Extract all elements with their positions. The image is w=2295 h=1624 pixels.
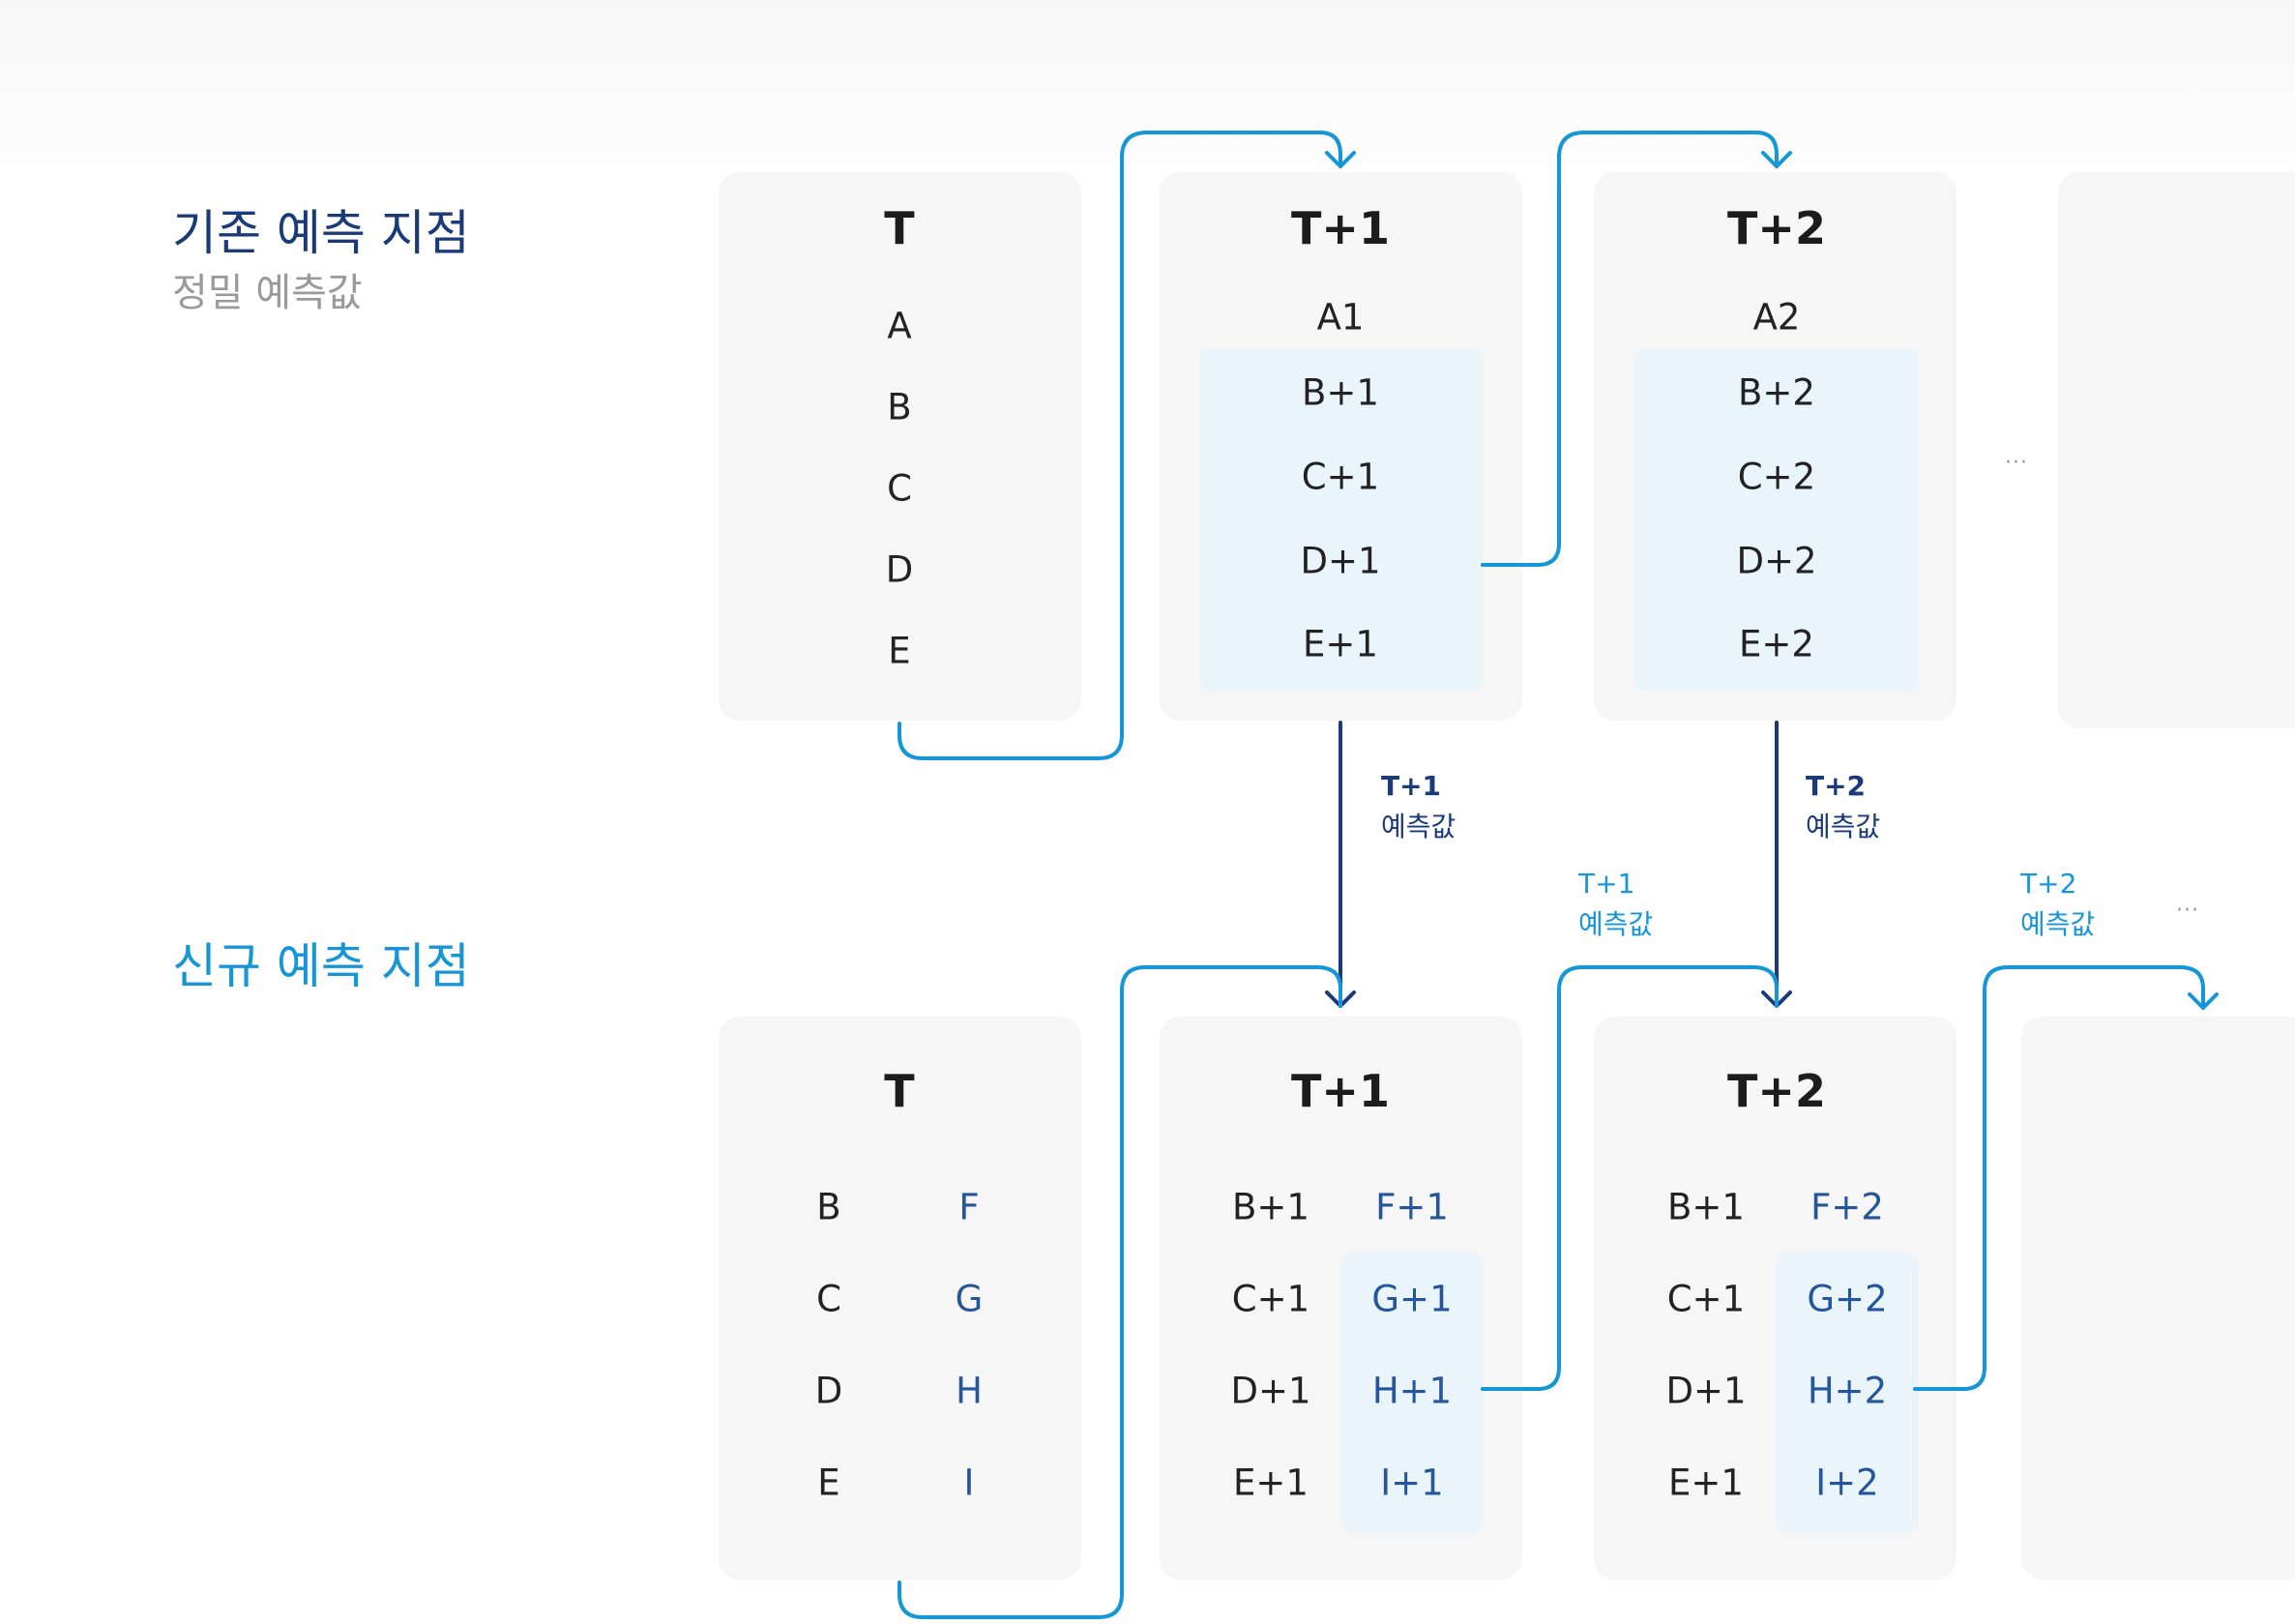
new-cell-left: C+1 bbox=[1231, 1278, 1310, 1320]
existing-cell: E+2 bbox=[1739, 623, 1814, 665]
existing-flow-arrow-t-to-t1 bbox=[897, 131, 1342, 760]
feed-label-line2: 예측값 bbox=[2020, 908, 2096, 940]
feed-label-t2: T+2 예측값 bbox=[2020, 864, 2095, 945]
new-col-title: T bbox=[884, 1065, 915, 1117]
existing-cell: D bbox=[885, 548, 914, 591]
new-cell-right: H+2 bbox=[1807, 1370, 1888, 1412]
new-cell-right: H+1 bbox=[1371, 1370, 1453, 1412]
new-col-title: T+2 bbox=[1727, 1065, 1826, 1117]
new-cell-right: I bbox=[963, 1462, 975, 1504]
new-heading: 신규 예측 지점 bbox=[172, 938, 470, 994]
new-flow-arrow-t-to-t1 bbox=[897, 965, 1342, 1619]
existing-cell: A2 bbox=[1752, 296, 1801, 339]
existing-cell: C+1 bbox=[1301, 456, 1380, 498]
feed-label-line1: T+2 bbox=[2020, 868, 2077, 900]
existing-cell: C bbox=[887, 467, 912, 510]
existing-flow-arrow-t1-to-t2 bbox=[1481, 131, 1779, 567]
new-highlight-t1 bbox=[1341, 1253, 1484, 1533]
existing-cell: B bbox=[887, 386, 912, 428]
existing-cell: D+1 bbox=[1300, 540, 1381, 582]
feed-label-line2: 예측값 bbox=[1578, 908, 1654, 940]
transfer-label-line1: T+2 bbox=[1806, 770, 1867, 802]
transfer-label-line1: T+1 bbox=[1381, 770, 1442, 802]
existing-cell: A1 bbox=[1316, 296, 1365, 339]
existing-cell: E bbox=[888, 630, 911, 672]
new-arrowhead-next bbox=[2188, 992, 2219, 1010]
new-cell-right: G+1 bbox=[1371, 1278, 1453, 1320]
new-cell-right: F+1 bbox=[1375, 1186, 1449, 1228]
transfer-label-t1: T+1 예측값 bbox=[1381, 766, 1456, 847]
existing-panel-next bbox=[2058, 172, 2295, 728]
new-flow-arrow-t1-to-t2 bbox=[1481, 965, 1779, 1391]
new-cell-right: H bbox=[956, 1370, 983, 1412]
existing-cell: B+2 bbox=[1738, 371, 1815, 414]
new-cell-left: B bbox=[816, 1186, 841, 1228]
new-cell-left: D bbox=[814, 1370, 843, 1412]
existing-col-title: T+1 bbox=[1291, 202, 1390, 254]
new-cell-left: E bbox=[817, 1462, 840, 1504]
transfer-label-line2: 예측값 bbox=[1806, 811, 1881, 842]
transfer-label-t2: T+2 예측값 bbox=[1806, 766, 1880, 847]
new-cell-left: E+1 bbox=[1233, 1462, 1309, 1504]
new-cell-right: I+1 bbox=[1380, 1462, 1444, 1504]
new-col-title: T+1 bbox=[1291, 1065, 1390, 1117]
existing-heading: 기존 예측 지점 bbox=[172, 205, 470, 261]
existing-col-title: T bbox=[884, 202, 915, 254]
existing-subheading: 정밀 예측값 bbox=[172, 271, 363, 315]
existing-col-title: T+2 bbox=[1727, 202, 1826, 254]
new-cell-left: C bbox=[816, 1278, 841, 1320]
new-cell-left: B+1 bbox=[1232, 1186, 1309, 1228]
existing-ellipsis: ... bbox=[2005, 444, 2028, 469]
new-cell-left: D+1 bbox=[1230, 1370, 1311, 1412]
new-highlight-t2 bbox=[1776, 1253, 1918, 1533]
existing-cell: C+2 bbox=[1737, 456, 1816, 498]
new-flow-arrow-t2-to-next bbox=[1913, 965, 2205, 1391]
existing-arrowhead-t2 bbox=[1761, 151, 1792, 168]
feed-label-line1: T+1 bbox=[1578, 868, 1635, 900]
existing-panel-t bbox=[719, 172, 1081, 721]
new-cell-left: B+1 bbox=[1667, 1186, 1745, 1228]
new-cell-left: C+1 bbox=[1666, 1278, 1746, 1320]
transfer-label-line2: 예측값 bbox=[1381, 811, 1456, 842]
existing-cell: E+1 bbox=[1303, 623, 1378, 665]
new-cell-left: D+1 bbox=[1665, 1370, 1747, 1412]
existing-arrowhead-t1 bbox=[1325, 151, 1356, 168]
new-cell-right: I+2 bbox=[1815, 1462, 1879, 1504]
feed-label-t1: T+1 예측값 bbox=[1578, 864, 1653, 945]
new-cell-right: F bbox=[958, 1186, 980, 1228]
new-panel-t bbox=[719, 1017, 1081, 1580]
new-panel-next bbox=[2021, 1017, 2295, 1580]
new-cell-right: G+2 bbox=[1807, 1278, 1888, 1320]
new-cell-left: E+1 bbox=[1668, 1462, 1744, 1504]
existing-cell: D+2 bbox=[1736, 540, 1817, 582]
existing-highlight-t2 bbox=[1635, 348, 1919, 692]
new-ellipsis: ... bbox=[2176, 892, 2199, 917]
existing-cell: A bbox=[887, 305, 912, 347]
existing-cell: B+1 bbox=[1302, 371, 1379, 414]
new-cell-right: G bbox=[955, 1278, 984, 1320]
existing-highlight-t1 bbox=[1199, 348, 1483, 692]
new-cell-right: F+2 bbox=[1810, 1186, 1884, 1228]
